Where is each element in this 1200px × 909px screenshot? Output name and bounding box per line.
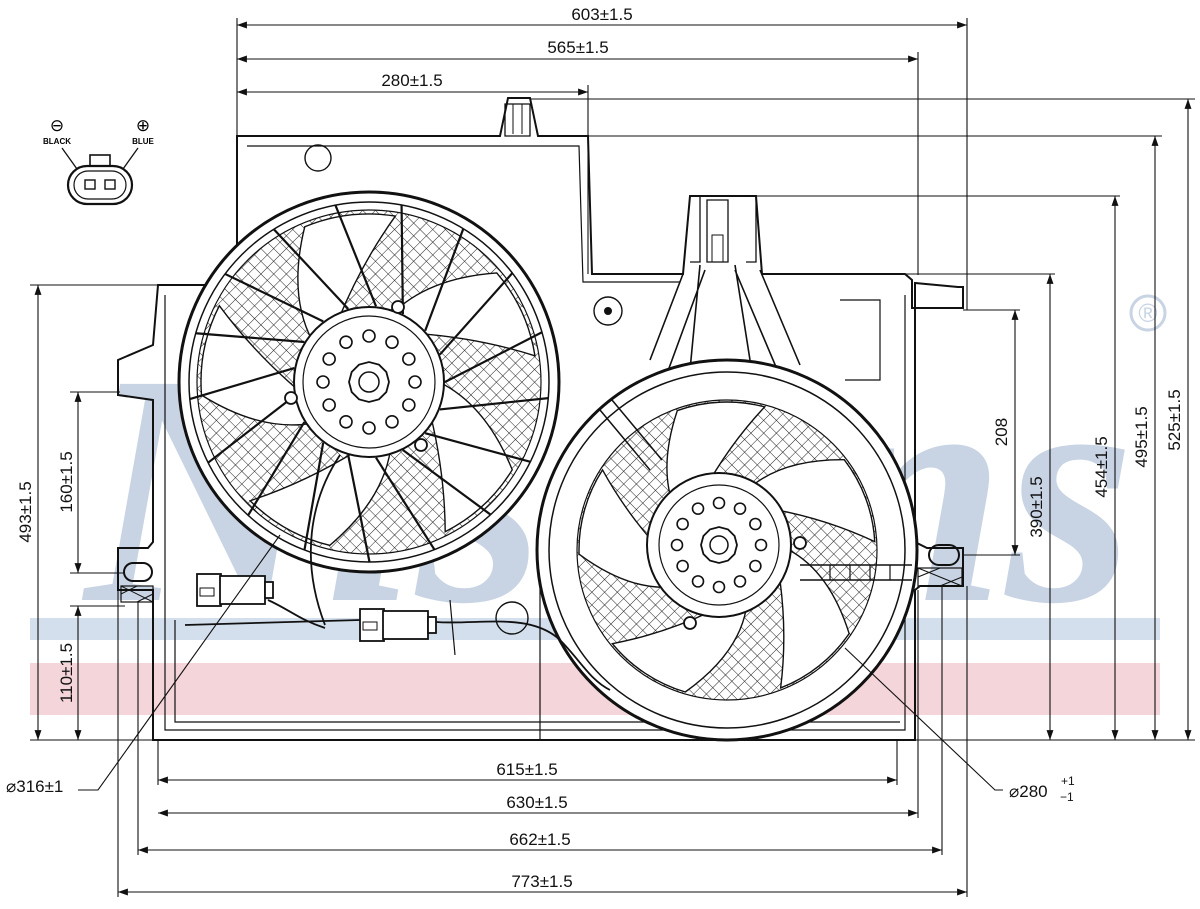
hub-bolt-hole [670, 538, 684, 552]
shroud-spoke [224, 272, 324, 323]
dim-280: 280±1.5 [381, 71, 442, 90]
hub-bolt-hole [676, 517, 689, 531]
shroud-spoke [247, 421, 306, 516]
hub-bolt-hole [339, 415, 353, 429]
dim-565: 565±1.5 [547, 38, 608, 57]
fan-blade [611, 608, 748, 693]
shroud-spoke [424, 432, 531, 463]
dim-773: 773±1.5 [511, 872, 572, 891]
dimension-lines [34, 21, 1192, 896]
hub-bolt-hole [402, 352, 416, 366]
hub-bolt-hole [402, 398, 416, 412]
fan-left [177, 190, 561, 574]
fan-right [535, 358, 919, 742]
hub-bolt-hole [691, 502, 705, 515]
dim-right-fan-tol-minus: −1 [1060, 790, 1074, 804]
shroud-spoke [207, 395, 295, 464]
hub-bolt-hole [408, 375, 422, 389]
hub-bolt-hole [362, 421, 376, 435]
hub-bolt-hole [385, 415, 399, 429]
connector-pinout: ⊖ ⊕ BLACK BLUE [43, 116, 155, 206]
connector-body-icon [66, 164, 134, 206]
dim-603: 603±1.5 [571, 5, 632, 24]
dimension-labels: 603±1.5 565±1.5 280±1.5 525±1.5 495±1.5 … [6, 5, 1184, 891]
hub-bolt-hole [316, 375, 330, 389]
hub-bolt-hole [749, 517, 762, 531]
hub-bolt-hole [712, 496, 726, 510]
hub-bolt-hole [733, 502, 747, 515]
dim-right-fan-diameter: ⌀280 [1009, 782, 1048, 801]
plus-pin-label: BLUE [132, 137, 154, 146]
shroud-frame [117, 97, 964, 741]
hub-bolt-hole [749, 559, 762, 573]
dim-615: 615±1.5 [496, 760, 557, 779]
dim-110: 110±1.5 [57, 643, 76, 703]
dim-right-fan-tol-plus: +1 [1061, 774, 1075, 788]
dim-493: 493±1.5 [16, 481, 35, 542]
hub-bolt-hole [339, 335, 353, 349]
dim-454: 454±1.5 [1092, 436, 1111, 497]
shroud-spoke [444, 331, 543, 383]
dim-208: 208 [992, 418, 1011, 446]
shroud-spoke [424, 228, 465, 332]
shroud-spoke [303, 442, 325, 551]
shroud-spoke [375, 457, 436, 551]
hub-bolt-hole [322, 398, 336, 412]
hub-bolt-hole [754, 538, 768, 552]
plus-pin-icon: ⊕ [136, 116, 150, 136]
hub-bolt-hole [385, 335, 399, 349]
shroud-spoke [189, 366, 295, 401]
shroud-spoke [439, 397, 549, 411]
dim-390: 390±1.5 [1027, 476, 1046, 537]
fan-blade [429, 380, 514, 533]
hub-bolt-hole [712, 580, 726, 594]
hub-bolt-hole [362, 329, 376, 343]
shroud-spoke [400, 204, 404, 314]
fan-blade [745, 458, 876, 543]
hub-bolt-hole [322, 352, 336, 366]
hub-bolt-hole [733, 575, 747, 588]
fan-blade [389, 272, 536, 357]
minus-pin-label: BLACK [43, 137, 71, 146]
dim-662: 662±1.5 [509, 830, 570, 849]
dim-495: 495±1.5 [1132, 406, 1151, 467]
hub-bolt-hole [676, 559, 689, 573]
shroud-spoke [273, 228, 350, 310]
dim-630: 630±1.5 [506, 793, 567, 812]
fan-blade [297, 213, 397, 342]
shroud-spoke [334, 204, 378, 307]
shroud-outline [117, 97, 964, 741]
dim-160: 160±1.5 [57, 451, 76, 512]
shroud-spoke [439, 272, 514, 356]
registered-mark-icon [1129, 294, 1167, 332]
shroud-spoke [195, 332, 305, 344]
witness-lines [30, 18, 1195, 897]
minus-pin-icon: ⊖ [50, 116, 64, 136]
shroud-spoke [402, 449, 492, 516]
shroud-spoke [347, 454, 371, 563]
wiring-harness [184, 454, 611, 691]
dim-left-fan-diameter: ⌀316±1 [6, 777, 63, 796]
hub-bolt-hole [691, 575, 705, 588]
dim-525: 525±1.5 [1165, 389, 1184, 450]
